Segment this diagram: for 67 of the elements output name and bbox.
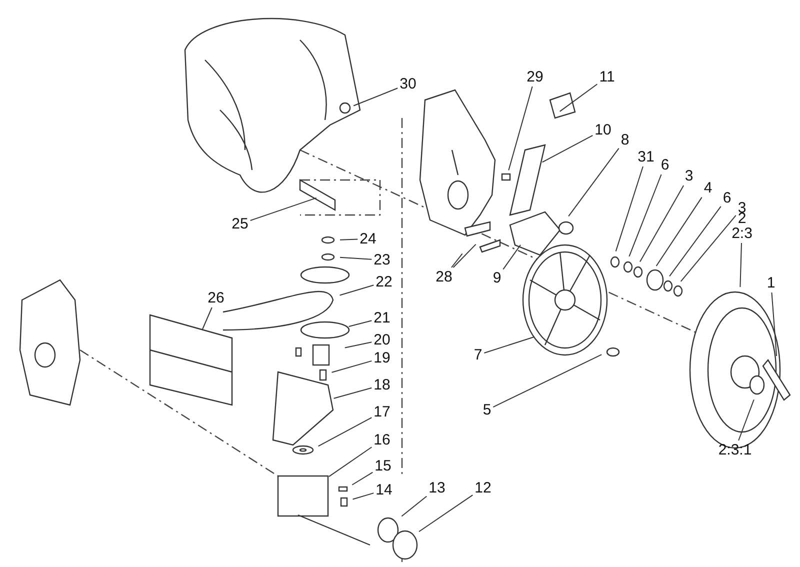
leader-line xyxy=(401,496,428,517)
leader-line xyxy=(202,307,212,330)
leader-line xyxy=(339,284,374,296)
leader-line xyxy=(615,166,644,252)
leader-line xyxy=(340,256,372,260)
leader-line xyxy=(344,342,372,348)
callout-number: 28 xyxy=(436,270,452,284)
leader-line xyxy=(418,494,474,532)
callout-number: 14 xyxy=(376,482,392,498)
callout-number: 15 xyxy=(374,458,392,474)
leader-line xyxy=(738,399,754,441)
callout-number: 20 xyxy=(374,332,390,348)
leader-line xyxy=(328,446,372,478)
leader-line xyxy=(680,214,736,282)
callout-number: 18 xyxy=(374,378,390,392)
callout-number: 9 xyxy=(492,270,502,286)
callout-number: 13 xyxy=(428,480,446,496)
leader-line xyxy=(250,197,317,221)
callout-number: 2:3 xyxy=(732,226,752,241)
leader-line xyxy=(740,242,742,288)
callout-number: 3 xyxy=(684,168,694,184)
callout-number: 31 xyxy=(638,150,654,164)
callout-number: 2 xyxy=(738,211,746,226)
leader-line xyxy=(318,417,372,447)
leader-line xyxy=(450,253,463,268)
leader-line xyxy=(333,387,372,399)
leader-line xyxy=(656,196,702,266)
callout-number: 17 xyxy=(374,404,390,420)
callout-number: 25 xyxy=(232,216,248,232)
callout-number: 16 xyxy=(374,432,390,448)
leader-line xyxy=(452,244,476,268)
leader-line xyxy=(340,238,358,240)
leader-line xyxy=(353,88,398,106)
leader-line xyxy=(502,244,522,270)
leader-line xyxy=(771,292,778,357)
callout-number: 2:3:1 xyxy=(718,442,752,458)
callout-number: 6 xyxy=(722,190,732,206)
leader-line xyxy=(352,472,374,486)
callout-number: 29 xyxy=(526,70,544,84)
leader-line xyxy=(669,206,722,277)
callout-number: 12 xyxy=(474,480,492,496)
leader-line xyxy=(542,134,594,163)
leader-line xyxy=(492,354,602,408)
callout-number: 1 xyxy=(766,276,776,290)
callout-number: 4 xyxy=(704,180,712,196)
leader-line xyxy=(352,492,374,500)
callout-number: 30 xyxy=(400,76,416,92)
callout-number: 7 xyxy=(474,348,482,362)
leader-line xyxy=(508,86,533,171)
callout-number: 6 xyxy=(660,158,670,172)
leader-line xyxy=(559,84,598,112)
leader-line xyxy=(331,360,372,373)
callout-number: 8 xyxy=(620,132,630,148)
callout-number: 26 xyxy=(208,290,224,306)
callout-number: 11 xyxy=(599,70,615,84)
callout-number: 5 xyxy=(482,402,492,418)
callout-number: 21 xyxy=(374,310,390,326)
callout-number: 24 xyxy=(360,232,376,246)
callout-number: 22 xyxy=(376,274,392,290)
leader-line xyxy=(628,174,662,257)
callout-number: 19 xyxy=(374,350,390,366)
leader-line xyxy=(639,185,684,262)
callout-number: 23 xyxy=(374,252,390,268)
leader-line xyxy=(484,336,535,354)
callout-number: 10 xyxy=(594,122,612,138)
leader-line xyxy=(348,320,372,327)
leader-line xyxy=(568,148,620,217)
